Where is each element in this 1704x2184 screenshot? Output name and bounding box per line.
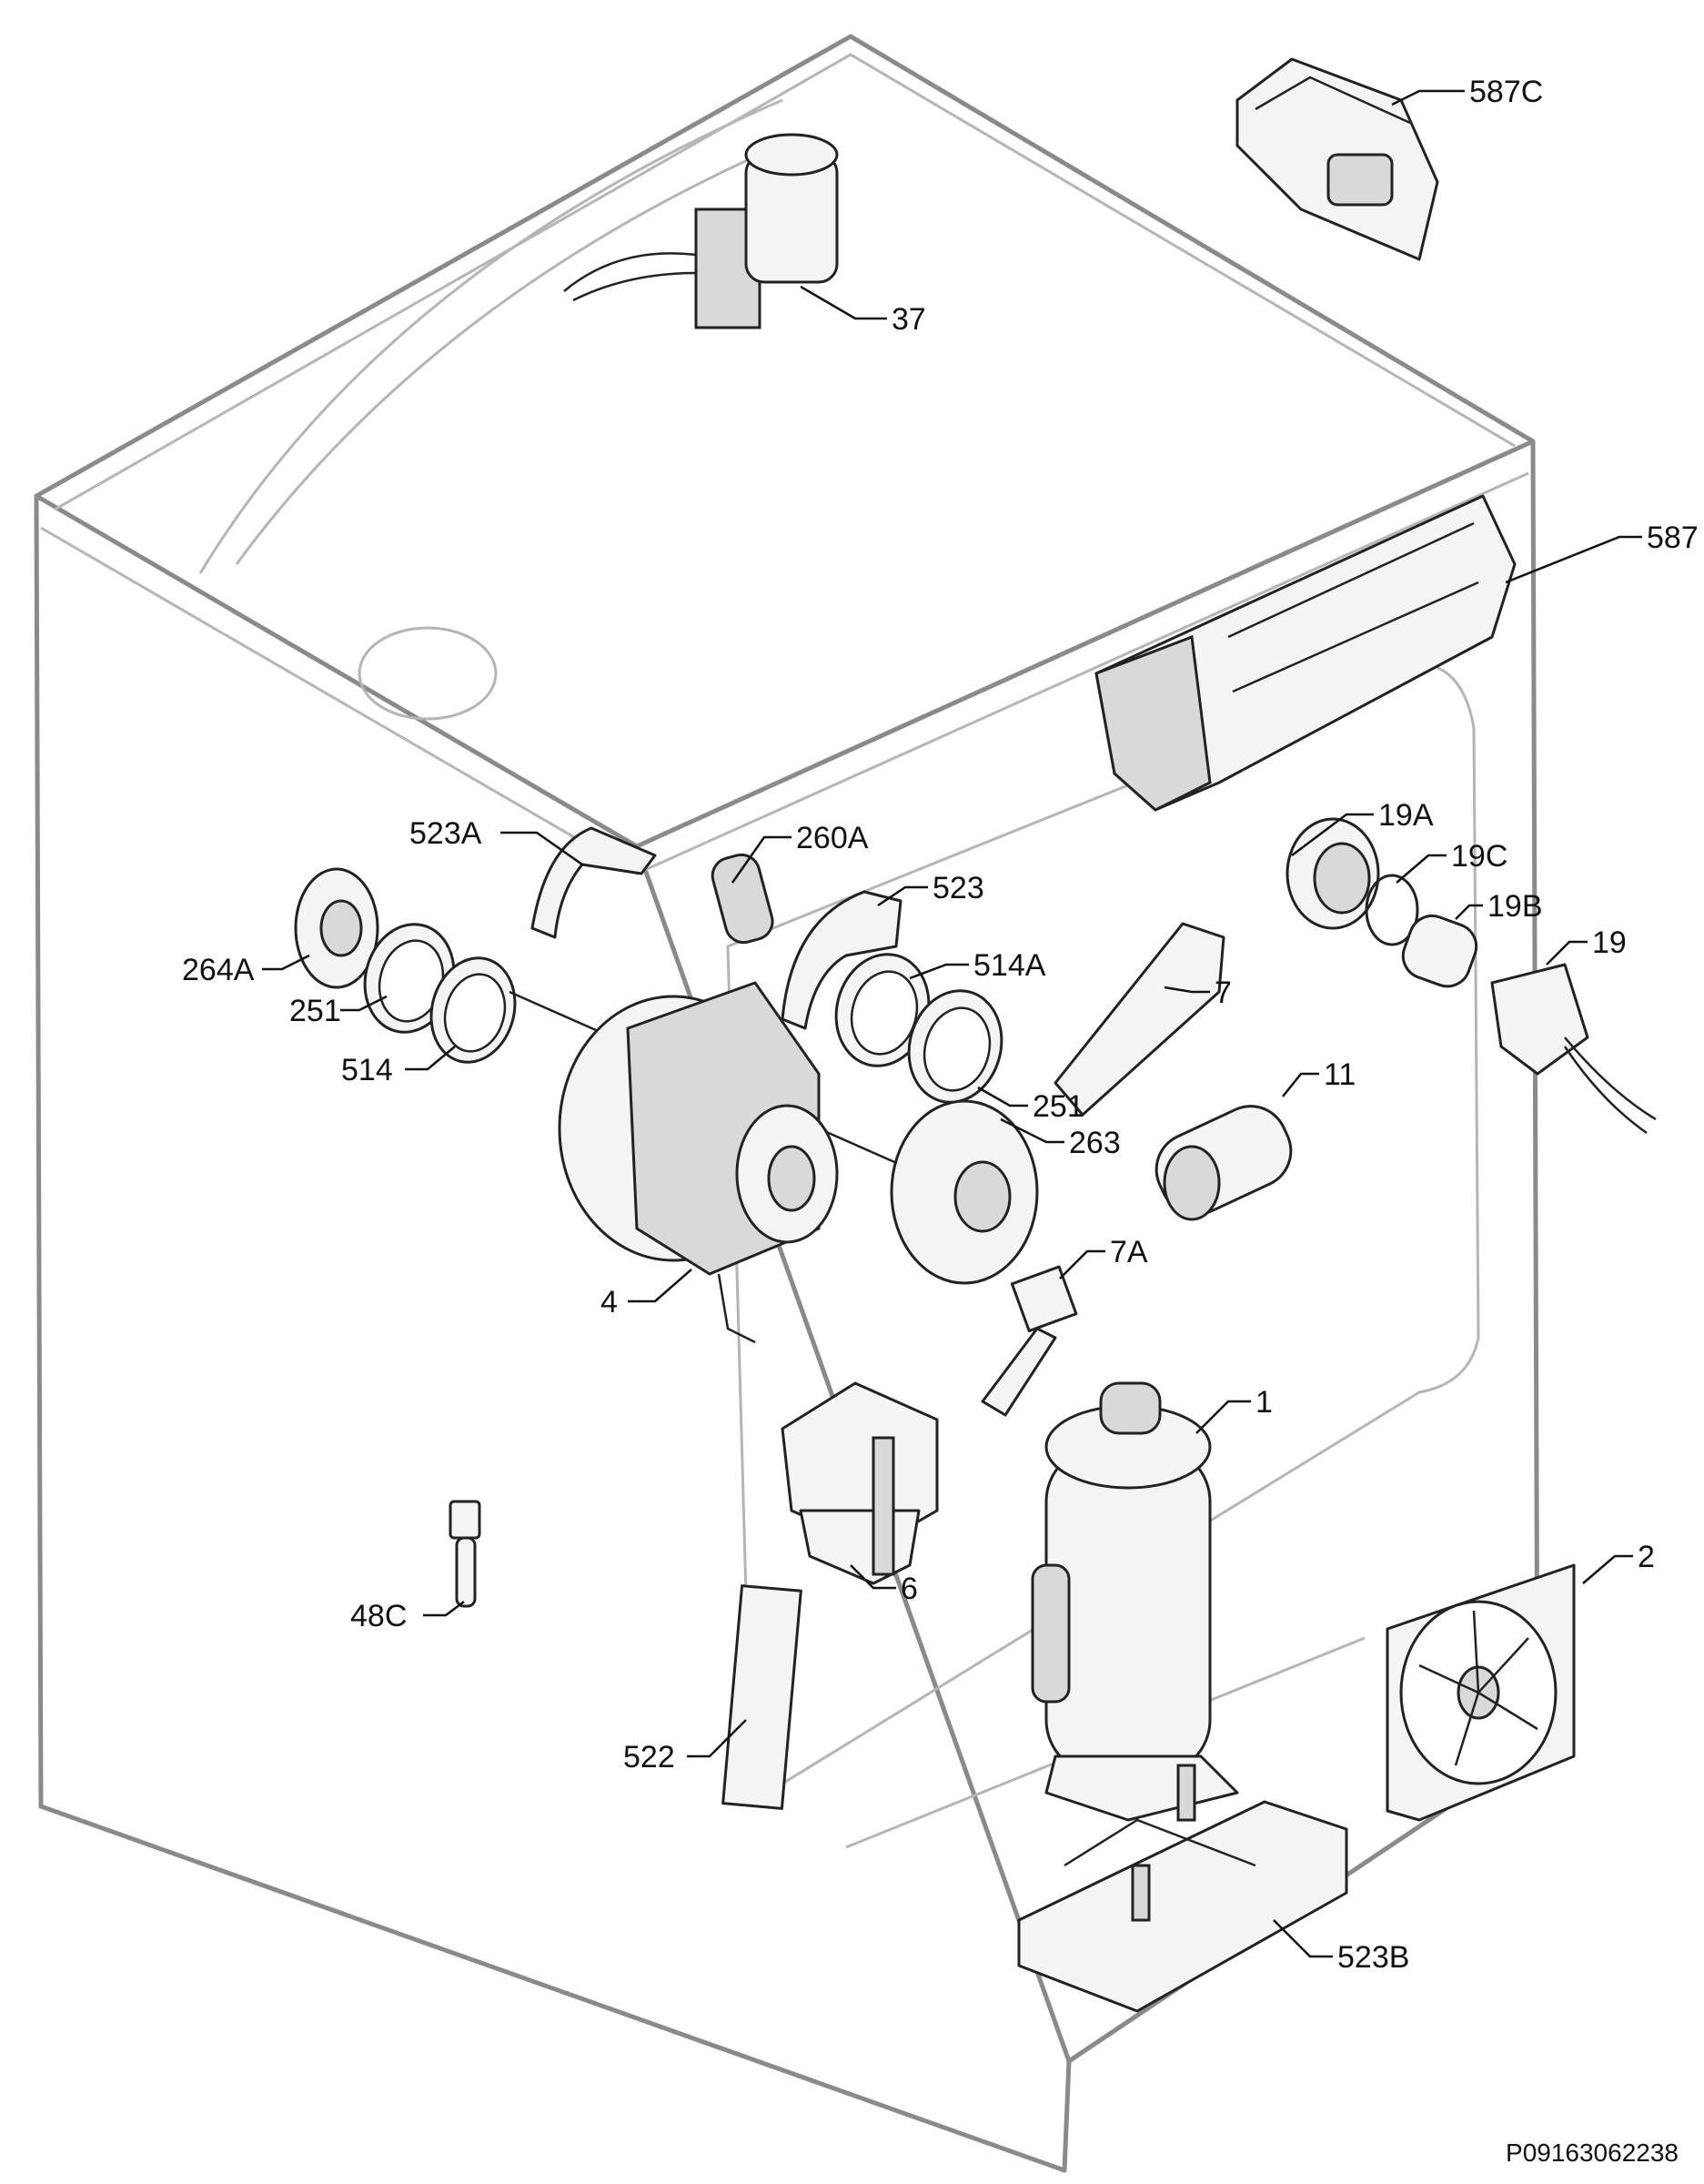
callout-label: 251 (289, 994, 341, 1028)
part-48c-sensor (449, 1500, 481, 1608)
callout-6: 6 (850, 1564, 918, 1606)
callout-19b: 19B (1455, 889, 1543, 924)
reference-code: P09163062238 (1506, 2138, 1679, 2167)
part-523a-bracket (530, 826, 657, 939)
callout-263: 263 (1000, 1117, 1121, 1160)
part-7a-microswitch (981, 1265, 1078, 1417)
callout-7a: 7A (1059, 1235, 1148, 1279)
part-264a-pulley (294, 867, 379, 989)
callout-label: 19 (1592, 925, 1627, 960)
callout-4: 4 (600, 1269, 692, 1320)
part-1-compressor (1031, 1381, 1239, 1822)
callout-19c: 19C (1396, 839, 1507, 884)
callout-label: 19C (1451, 839, 1507, 874)
callout-522: 522 (623, 1719, 747, 1774)
part-19-connector (1490, 963, 1657, 1135)
callout-label: 11 (1324, 1057, 1356, 1092)
callout-7: 7 (1164, 976, 1232, 1010)
callout-514: 514 (341, 1046, 456, 1087)
callout-label: 19B (1487, 889, 1543, 924)
callout-label: 7A (1110, 1235, 1148, 1269)
callout-label: 1 (1255, 1385, 1273, 1420)
part-37-suppressor (563, 133, 839, 329)
callout-label: 37 (892, 302, 926, 337)
callout-48c: 48C (350, 1599, 465, 1633)
callout-label: 19A (1378, 798, 1434, 833)
callout-label: 2 (1638, 1540, 1655, 1574)
part-587c-control-module (1235, 57, 1439, 261)
callout-label: 251 (1033, 1089, 1084, 1124)
part-523b-base-bracket (1017, 1764, 1348, 2013)
callout-587: 587 (1505, 521, 1699, 584)
callout-label: 522 (623, 1740, 675, 1774)
callout-label: 587C (1469, 75, 1543, 109)
part-514-ring-left (429, 956, 517, 1064)
callout-19: 19 (1546, 925, 1627, 966)
part-11-capacitor (1154, 1105, 1293, 1221)
part-523-bracket (781, 890, 902, 1030)
callout-19a: 19A (1291, 798, 1434, 856)
callout-251-right: 251 (977, 1086, 1084, 1124)
callout-523b: 523B (1273, 1919, 1409, 1975)
part-7-switch (1054, 922, 1225, 1117)
callout-587c: 587C (1391, 75, 1543, 109)
callout-label: 260A (796, 821, 869, 855)
part-19c-seal-ring (1365, 874, 1419, 946)
callout-label: 264A (182, 953, 255, 987)
part-251-ring-right (907, 989, 1003, 1104)
callout-523a: 523A (409, 816, 583, 866)
callout-label: 4 (600, 1285, 618, 1320)
callout-label: 523 (933, 871, 984, 905)
part-522-thermostat (721, 1584, 802, 1810)
callout-label: 263 (1069, 1126, 1121, 1160)
callout-523: 523 (877, 871, 984, 907)
callout-260a: 260A (731, 821, 869, 884)
callout-label: 6 (901, 1572, 918, 1606)
callout-514a: 514A (909, 948, 1046, 983)
callout-251-left: 251 (289, 994, 388, 1028)
callout-label: 523A (409, 816, 482, 851)
callout-2: 2 (1582, 1540, 1655, 1584)
part-260a-filter (711, 853, 774, 945)
part-587-electronic-board (1094, 494, 1517, 812)
callout-label: 514A (973, 948, 1046, 983)
part-6-pump (781, 1381, 939, 1585)
callout-label: 48C (350, 1599, 407, 1633)
callout-label: 514 (341, 1053, 393, 1087)
callout-264a: 264A (182, 953, 310, 987)
callout-label: 7 (1215, 976, 1232, 1010)
part-19a-housing (1286, 817, 1380, 930)
callout-37: 37 (800, 285, 926, 337)
part-514a-ring (834, 953, 931, 1067)
part-19b-sensor (1401, 914, 1478, 988)
part-263-pulley (890, 1099, 1039, 1285)
callout-label: 587 (1647, 521, 1699, 555)
callout-1: 1 (1195, 1385, 1273, 1434)
callout-11: 11 (1282, 1057, 1356, 1097)
part-4-motor (509, 981, 902, 1344)
callout-label: 523B (1337, 1940, 1409, 1975)
part-2-fan (1386, 1563, 1576, 1822)
